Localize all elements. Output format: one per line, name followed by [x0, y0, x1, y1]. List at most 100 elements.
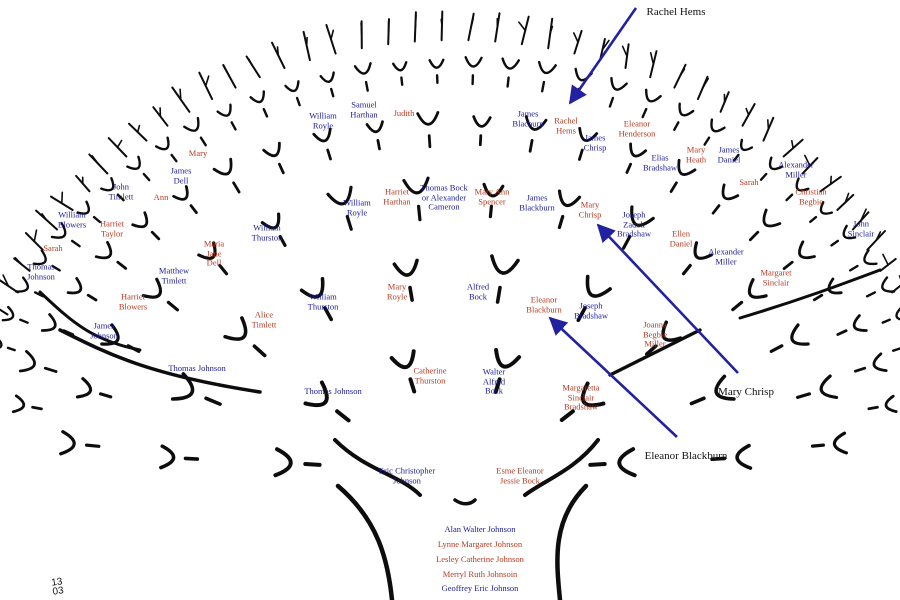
fork-gen-5 [330, 87, 335, 98]
fork-gen-5 [32, 249, 47, 266]
person-p14: Harriet Blowers [118, 291, 148, 311]
twig [330, 29, 335, 41]
fork-gen-4 [131, 211, 149, 229]
person-p01: Alan Walter Johnson [444, 524, 516, 535]
fork-gen-5 [809, 215, 818, 223]
person-p18: Alfred Bock [466, 281, 490, 301]
person-p19: Eleanor Blackburn [526, 294, 562, 314]
fork-gen-3 [417, 204, 422, 222]
fork-gen-3 [557, 214, 565, 230]
fork-gen-1 [273, 447, 293, 478]
fork-gen-5 [673, 121, 680, 131]
twig [844, 192, 850, 204]
fork-gen-5 [610, 76, 628, 91]
annotation-mary-chrisp: Mary Chrisp [718, 386, 774, 398]
person-p51: Eleanor Henderson [618, 118, 656, 138]
fork-gen-5 [678, 102, 695, 117]
fork-gen-5 [645, 88, 662, 103]
person-p10: Walter Alfred Bock [482, 366, 506, 396]
fork-gen-5 [216, 103, 232, 117]
fork-gen-5 [865, 291, 876, 298]
person-p38: Alexander Miller [708, 246, 744, 266]
fork-gen-5 [740, 138, 754, 152]
person-p45: William Royle [309, 110, 337, 130]
fork-gen-5 [795, 177, 810, 192]
fork-gen-4 [872, 352, 888, 372]
person-p26: Matthew Timlett [158, 265, 190, 285]
fork-gen-5 [100, 177, 115, 192]
fork-gen-3 [790, 323, 810, 346]
person-p32: Thomas Bock or Alexander Cameron [420, 182, 468, 212]
fork-gen-2 [661, 320, 683, 342]
twig [859, 208, 867, 222]
fork-gen-5 [249, 90, 265, 104]
fork-gen-4 [31, 405, 43, 411]
fork-gen-5 [34, 291, 44, 298]
fork-gen-5 [50, 222, 67, 239]
fork-gen-3 [731, 300, 744, 312]
trunk-right [555, 483, 589, 600]
fork-gen-4 [625, 162, 632, 174]
trunk-fork [453, 498, 477, 506]
person-p34: James Blackburn [519, 192, 555, 212]
fork-gen-5 [703, 136, 711, 146]
fork-gen-4 [232, 181, 241, 194]
fork-gen-5 [842, 224, 857, 240]
person-p53: Mary Heath [685, 144, 707, 164]
fork-gen-5 [830, 239, 840, 247]
fork-gen-5 [142, 172, 151, 182]
twig [136, 124, 141, 133]
fork-gen-5 [392, 61, 408, 72]
fork-gen-3 [482, 182, 505, 198]
fork-gen-1 [389, 349, 416, 370]
fork-gen-1 [303, 462, 322, 467]
fork-gen-5 [892, 347, 900, 352]
fork-gen-4 [312, 127, 332, 143]
limb-left [38, 290, 142, 352]
fork-gen-4 [94, 241, 113, 260]
fork-gen-5 [70, 239, 81, 248]
fork-gen-3 [326, 185, 353, 206]
fork-gen-2 [204, 396, 222, 406]
twig [518, 21, 526, 32]
twig [601, 39, 610, 51]
fork-gen-2 [645, 344, 658, 356]
twig [61, 191, 64, 205]
person-p15: Alice Timlett [251, 309, 277, 329]
fork-gen-3 [260, 212, 281, 230]
fork-gen-3 [59, 430, 76, 456]
fork-gen-4 [578, 126, 599, 142]
trunk-left [335, 483, 395, 600]
twig [414, 14, 417, 28]
fork-gen-5 [126, 155, 141, 170]
person-p36: Joseph Zadok Bradshaw [617, 209, 651, 239]
fork-gen-5 [541, 80, 546, 93]
fork-gen-5 [92, 215, 102, 224]
person-p55: Sarah [739, 177, 759, 188]
twig [91, 155, 100, 165]
person-p24: William Blowers [57, 209, 87, 229]
arrow-rachel-hems [568, 7, 638, 105]
person-p29: William Thurston [251, 222, 283, 242]
fork-gen-4 [40, 313, 57, 332]
twig [470, 17, 474, 28]
fork-gen-5 [881, 318, 891, 324]
twig [573, 32, 579, 43]
fork-gen-3 [630, 205, 655, 227]
fork-gen-2 [710, 456, 727, 461]
fork-gen-5 [262, 107, 269, 118]
fork-gen-4 [669, 181, 678, 193]
person-p40: John Sinclair [847, 218, 875, 238]
fork-gen-2 [408, 285, 414, 302]
fork-gen-3 [796, 392, 811, 399]
fork-gen-2 [323, 306, 333, 322]
fork-gen-5 [710, 118, 726, 133]
annotation-rachel-hems: Rachel Hems [646, 6, 706, 18]
fork-gen-4 [150, 230, 161, 241]
person-p43: James Dell [170, 165, 192, 185]
fork-gen-5 [51, 264, 61, 272]
person-p27: Ann [153, 192, 169, 203]
fork-gen-5 [400, 76, 404, 86]
twig [791, 140, 794, 149]
twig [222, 64, 231, 78]
